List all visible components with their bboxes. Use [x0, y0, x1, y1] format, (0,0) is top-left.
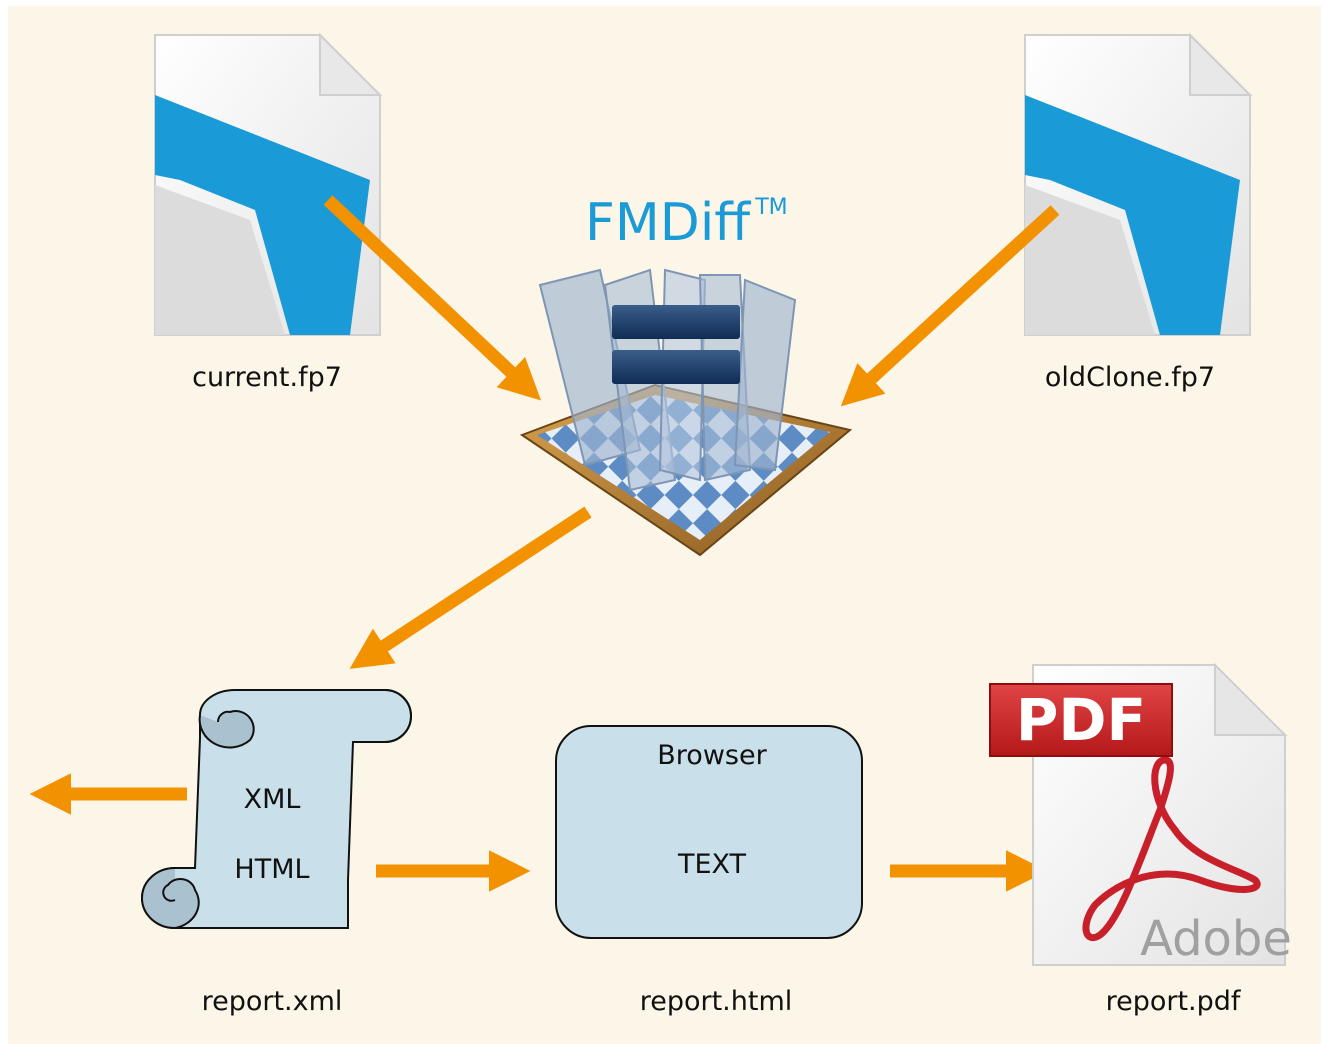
arrow-current-to-fmdiff [323, 195, 542, 401]
arrow-fmdiff-to-xml [349, 506, 592, 669]
fmdiff-logo-icon [519, 268, 853, 557]
xml-scroll-shape [141, 689, 412, 930]
report-pdf-label: report.pdf [1106, 986, 1242, 1017]
scroll-html-text: HTML [234, 854, 309, 885]
pdf-badge: PDF [989, 683, 1173, 757]
current-file-icon [154, 32, 383, 336]
old-clone-file-label: oldClone.fp7 [1045, 362, 1215, 393]
report-html-label: report.html [640, 986, 793, 1017]
scroll-xml-text: XML [244, 784, 301, 815]
arrow-oldclone-to-fmdiff [840, 205, 1060, 407]
browser-body-text: TEXT [677, 849, 747, 880]
fmdiff-trademark: TM [754, 195, 787, 220]
current-file-label: current.fp7 [192, 362, 342, 393]
fmdiff-title: FMDiff TM [585, 193, 788, 253]
pdf-badge-text: PDF [1016, 686, 1146, 754]
report-xml-label: report.xml [202, 986, 343, 1017]
browser-title: Browser [657, 740, 767, 771]
adobe-wordmark: Adobe [1140, 911, 1292, 967]
browser-box [555, 725, 863, 939]
old-clone-file-icon [1024, 32, 1253, 336]
fmdiff-name: FMDiff [585, 193, 751, 253]
